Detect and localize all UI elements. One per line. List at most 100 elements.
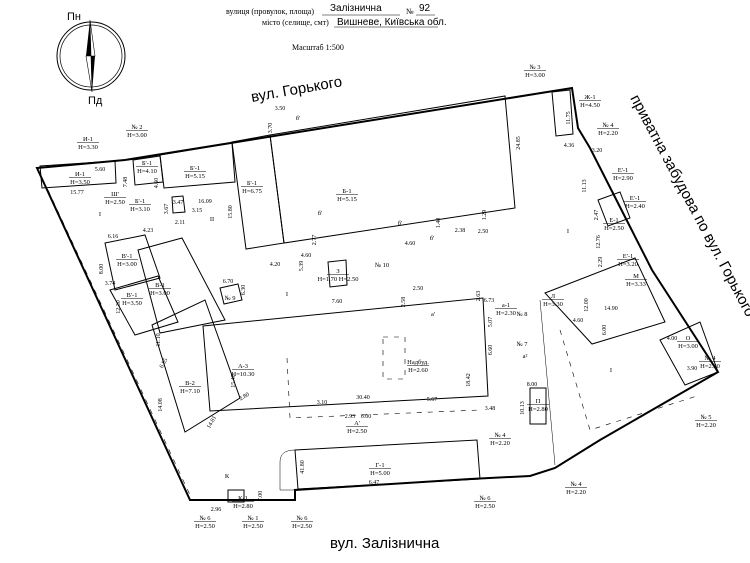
dimension-label: 2.77 (312, 235, 318, 246)
dimension-label: 14.90 (604, 306, 618, 312)
building-label-height: H=3.50 (70, 179, 90, 186)
building-label-height: H=3.10 (130, 206, 150, 213)
building-v1-300-long (137, 237, 226, 334)
building-label-name: № 6 (199, 515, 211, 522)
city-caption: місто (селище, смт) (262, 18, 329, 27)
building-label: № 6H=2.50 (291, 515, 313, 530)
street-label-gorkogo: вул. Горького (250, 73, 344, 106)
plan-mark: К (225, 473, 230, 480)
building-v1-300 (104, 234, 161, 291)
building-label-height: H=2.20 (700, 363, 720, 370)
building-label-name: № 5 (700, 414, 711, 421)
building-label-name: Ж-1 (584, 94, 595, 101)
building-label-name: а-1 (502, 302, 510, 309)
building-label-height: H=2.50 (195, 523, 215, 530)
boundary-inner (539, 299, 556, 466)
dimension-label: 41.80 (300, 460, 306, 474)
building-label: В'-1H=3.50 (121, 292, 143, 307)
building-label-height: H=2.30 (496, 310, 516, 317)
city-value: Вишневе, Київська обл. (337, 16, 447, 28)
building-label: № 1H=2.50 (242, 515, 264, 530)
dimension-label: 4.20 (270, 262, 281, 268)
dimension-label: 3.48 (485, 406, 496, 412)
building-label: Е'-1H=2.90 (612, 167, 634, 182)
building-label-name: № 3 (529, 64, 540, 71)
building-label-height: H=3.50 (122, 300, 142, 307)
building-label-name: № 6 (296, 515, 308, 522)
plan-mark: № 7 (516, 341, 528, 348)
dimension-label: 16.09 (198, 199, 212, 205)
building-label: В-1H=3.00 (149, 282, 171, 297)
dimension-label: 1.40 (436, 218, 442, 229)
dimension-label: 11.10 (156, 333, 162, 346)
dimension-label: 12.00 (584, 298, 590, 312)
scale-label: Масштаб 1:500 (292, 43, 344, 52)
building-label-height: H=2.80 (233, 503, 253, 510)
building-label: Е'-1H=2.40 (624, 195, 646, 210)
building-label: Е'-1H=3.20 (617, 253, 639, 268)
dimension-label: 2.50 (478, 229, 489, 235)
building-label-height: H=2.50 (243, 523, 263, 530)
building-label-name: В-1 (155, 282, 165, 289)
building-label-height: H=6.75 (242, 188, 262, 195)
building-label-height: H=3.00 (678, 343, 698, 350)
building-label-name: А-3 (238, 363, 248, 370)
building-label-name: Б'-1 (142, 160, 152, 167)
building-label: Б'-1H=5.15 (184, 165, 206, 180)
building-label: № 3H=3.00 (524, 64, 546, 79)
building-label-height: H=2.20 (598, 130, 618, 137)
fence-line (47, 189, 191, 496)
building-label: Б'-1H=3.10 (129, 198, 151, 213)
building-label-name: № 4 (570, 481, 582, 488)
street-value: Залізнична (330, 3, 382, 14)
dimension-label: 5.39 (299, 261, 305, 272)
plan-mark: б' (296, 115, 300, 122)
dimension-label: 4.60 (573, 318, 584, 324)
building-label-height: H=2.20 (490, 440, 510, 447)
building-label: В-2H=7.10 (179, 380, 201, 395)
building-label: № 4H=2.20 (597, 122, 619, 137)
building-g1 (294, 439, 481, 490)
building-label-height: H=2.20 (566, 489, 586, 496)
dimension-label: 18.42 (466, 373, 472, 387)
building-label: Ж-1H=4.50 (579, 94, 601, 109)
dimension-label: 7.60 (332, 299, 343, 305)
building-k1 (227, 489, 245, 503)
dimension-label: 3.74 (105, 281, 116, 287)
dimension-label: 3.20 (592, 148, 603, 154)
building-label-name: Е'-1 (623, 253, 634, 260)
dimension-label: 14.81 (206, 415, 218, 430)
building-label-height: H=2.50 (105, 199, 125, 206)
building-label-name: А' (354, 420, 360, 427)
path-line (286, 357, 481, 419)
dimension-label: 3.67 (164, 204, 170, 215)
building-label: Е-1H=2.50 (603, 217, 625, 232)
building-label-height: H=3.20 (618, 261, 638, 268)
building-b1-515 (269, 95, 516, 244)
dimension-label: 6.73 (484, 298, 495, 304)
dimension-label: 11.75 (566, 111, 572, 124)
dimension-label: 4.00 (667, 336, 678, 342)
dimension-label: 6.00 (602, 325, 608, 336)
building-label: ПH=2.80 (527, 398, 549, 413)
dimension-label: 12.30 (116, 300, 122, 314)
building-label-height: H=3.00 (150, 290, 170, 297)
building-b1-515-small (159, 142, 236, 189)
building-label: А-3H=10.30 (232, 363, 255, 378)
dimension-label: 3.70 (268, 123, 274, 134)
building-label-height: H=2.50 (475, 503, 495, 510)
building-label-name: Г-1 (375, 462, 384, 469)
building-label-name: № 4 (704, 355, 716, 362)
plan-mark: б' (398, 220, 402, 227)
building-label: К-1H=2.80 (232, 495, 254, 510)
building-label-name: П (536, 398, 541, 405)
dimension-label: 10.13 (520, 401, 526, 415)
building-v2 (151, 299, 241, 433)
building-label-name: М (633, 273, 639, 280)
building-label-height: H=10.30 (232, 371, 255, 378)
building-label: № 4H=2.20 (565, 481, 587, 496)
building-label-height: H=5.00 (370, 470, 390, 477)
building-label: № 6H=2.50 (194, 515, 216, 530)
building-p (529, 387, 547, 425)
